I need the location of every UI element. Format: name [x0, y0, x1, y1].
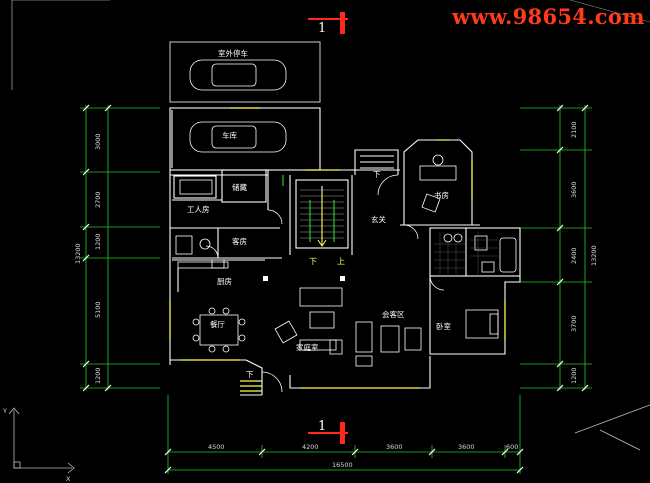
crosshair-icon — [574, 404, 650, 451]
armchair-icon — [274, 320, 298, 344]
entrance-down-label: 下 — [246, 370, 254, 379]
drawing-frame — [11, 0, 110, 90]
dim-right-3: 2400 — [570, 247, 578, 264]
ucs-y-label: Y — [2, 407, 7, 415]
dim-left-total: 13200 — [74, 243, 82, 264]
dim-right-5: 1200 — [570, 367, 578, 384]
coffee-table-icon — [309, 311, 335, 329]
dim-left-4: 5100 — [94, 301, 102, 318]
car-icon — [189, 121, 287, 153]
dim-right-total: 13200 — [590, 245, 598, 266]
door-swings — [205, 174, 445, 393]
dimension-ticks — [82, 104, 589, 474]
bathtub-icon — [499, 237, 517, 273]
room-label-garage: 车库 — [222, 130, 237, 140]
room-label-foyer: 玄关 — [371, 214, 386, 224]
section-marker-top — [308, 12, 348, 34]
foyer-down-label: 下 — [373, 170, 381, 179]
dim-bottom-4: 3600 — [458, 443, 475, 451]
dining-table-icon — [199, 314, 239, 346]
sofa-icon — [299, 287, 343, 307]
dim-right-4: 3700 — [570, 315, 578, 332]
dim-right-2: 3600 — [570, 181, 578, 198]
dim-bottom-3: 3600 — [386, 443, 403, 451]
room-label-lounge: 会客区 — [382, 309, 405, 319]
room-label-kitchen: 厨房 — [217, 276, 232, 286]
walls — [169, 41, 521, 396]
car-icon — [189, 59, 287, 91]
tv-cabinet-icon — [299, 339, 337, 351]
room-label-family-hall: 家庭室 — [296, 342, 319, 352]
grid-line — [569, 0, 650, 23]
dim-bottom-total: 16500 — [332, 461, 353, 469]
room-label-outdoor-parking: 室外停车 — [218, 48, 248, 58]
dim-left-1: 3000 — [94, 133, 102, 150]
desk-icon — [419, 165, 457, 181]
ucs-x-label: X — [66, 475, 71, 483]
room-label-dining: 餐厅 — [210, 320, 225, 329]
room-label-bedroom: 卧室 — [436, 321, 451, 331]
room-label-study: 书房 — [434, 190, 449, 200]
room-label-worker-room: 工人房 — [187, 204, 210, 214]
section-mark-bottom-label: 1 — [318, 419, 326, 434]
room-label-guest-room: 客房 — [232, 236, 247, 246]
tile-hatching — [434, 232, 498, 274]
dim-left-3: 1200 — [94, 233, 102, 250]
dim-bottom-1: 4500 — [208, 443, 225, 451]
stair-arrow — [317, 190, 327, 247]
stair-up-label: 上 — [337, 257, 345, 266]
dimension-lines — [80, 105, 592, 474]
stair-rail — [282, 175, 335, 242]
dim-left-2: 2700 — [94, 191, 102, 208]
furniture — [175, 59, 517, 367]
lounge-sofa-icon — [355, 321, 373, 353]
dim-bottom-5: 600 — [506, 443, 518, 451]
section-marker-bottom — [308, 422, 348, 444]
dim-bottom-2: 4200 — [302, 443, 319, 451]
dim-left-5: 1200 — [94, 367, 102, 384]
room-label-storage: 储藏 — [232, 182, 247, 192]
kitchen-counter-icon — [177, 261, 229, 269]
site-watermark: www.98654.com — [452, 4, 645, 29]
columns — [263, 276, 345, 281]
section-mark-top-label: 1 — [318, 21, 326, 36]
window-markers — [169, 107, 506, 392]
dim-right-1: 2100 — [570, 121, 578, 138]
stair-down-label: 下 — [309, 257, 317, 266]
ucs-icon — [8, 407, 75, 474]
